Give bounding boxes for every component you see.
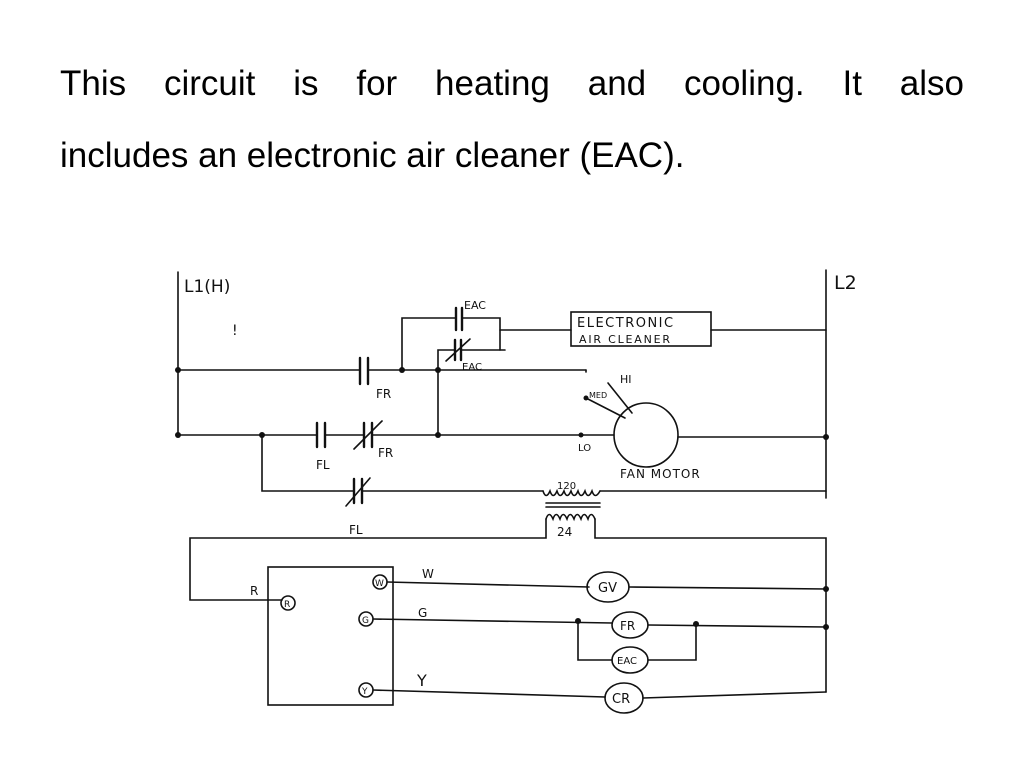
terminal-g-symbol: G — [362, 616, 369, 626]
eac-nc-wire-left — [437, 349, 456, 371]
fl-contact-label-1: FL — [316, 458, 330, 472]
thermostat-box — [267, 566, 394, 706]
fr-contact-label-1: FR — [376, 387, 391, 401]
l1-label: L1(H) — [184, 277, 230, 297]
slide-text-line-2: includes an electronic air cleaner (EAC)… — [60, 136, 685, 175]
lo-speed-node — [578, 432, 584, 438]
terminal-g-label: G — [418, 606, 427, 620]
rung1-node-eac — [399, 367, 405, 373]
eac-box-line-2: AIR CLEANER — [579, 333, 672, 346]
rung3-wire-left — [261, 434, 355, 492]
coil-cr-label: CR — [612, 692, 630, 707]
rung2-node-l1 — [175, 432, 181, 438]
l2-label: L2 — [834, 272, 857, 294]
coil-fr-label: FR — [620, 619, 635, 633]
eac-contact-label-bottom: EAC — [462, 362, 482, 373]
w-node-l2 — [823, 586, 829, 592]
terminal-r — [280, 595, 296, 611]
slide-text-line-1: This circuit is for heating and cooling.… — [60, 64, 964, 103]
eac-branch-wire-left — [401, 317, 457, 371]
fr-nc-contact-slash — [353, 420, 383, 450]
transformer-secondary-label: 24 — [557, 525, 572, 539]
terminal-r-label: R — [250, 584, 258, 598]
terminal-w-symbol: W — [375, 579, 384, 589]
terminal-r-symbol: R — [284, 600, 290, 610]
rung1-node-l1 — [175, 367, 181, 373]
speed-lo-label: LO — [578, 443, 591, 454]
med-speed-node — [583, 395, 589, 401]
fl-contact-label-2: FL — [349, 523, 363, 537]
g-node-left — [575, 618, 581, 624]
secondary-right-lead — [594, 518, 827, 693]
terminal-y-label: Y — [416, 671, 427, 690]
fl-nc-contact-slash — [345, 477, 371, 507]
g-wire-right — [647, 624, 827, 628]
rung2-node-l2 — [823, 434, 829, 440]
terminal-w-label: W — [422, 567, 434, 581]
eac-coil-branch-left — [577, 620, 613, 661]
g-node-right — [693, 621, 699, 627]
fr-contact-label-2: FR — [378, 446, 393, 460]
transformer-primary-label: 120 — [557, 481, 576, 492]
coil-eac-label: EAC — [617, 656, 637, 667]
fan-motor-symbol — [613, 402, 679, 468]
y-wire-left — [372, 689, 606, 698]
speed-hi-label: HI — [620, 373, 632, 386]
eac-coil-branch-right — [647, 623, 697, 661]
fan-motor-label: FAN MOTOR — [620, 467, 701, 481]
coil-gv-label: GV — [598, 581, 617, 596]
electronic-air-cleaner-box — [570, 311, 712, 347]
speed-med-label: MED — [589, 391, 607, 400]
transformer-secondary-coil — [545, 513, 596, 522]
g-wire-left — [372, 618, 613, 624]
secondary-left-lead — [189, 518, 547, 601]
slide-description: This circuit is for heating and cooling.… — [60, 48, 964, 192]
y-wire-right — [642, 691, 827, 699]
g-node-l2 — [823, 624, 829, 630]
eac-contact-label-top: EAC — [464, 299, 486, 312]
eac-branch-wire-right — [461, 317, 501, 351]
eac-box-line-1: ELECTRONIC — [577, 316, 675, 331]
w-wire-right — [628, 586, 827, 590]
rung2-node-jumper — [435, 432, 441, 438]
transformer-primary-coil — [542, 488, 601, 497]
med-speed-wire — [585, 397, 626, 419]
terminal-y-symbol: Y — [361, 687, 368, 697]
eac-nc-contact-slash — [445, 338, 471, 362]
stray-mark: ! — [232, 323, 238, 339]
w-wire-left — [386, 581, 590, 588]
